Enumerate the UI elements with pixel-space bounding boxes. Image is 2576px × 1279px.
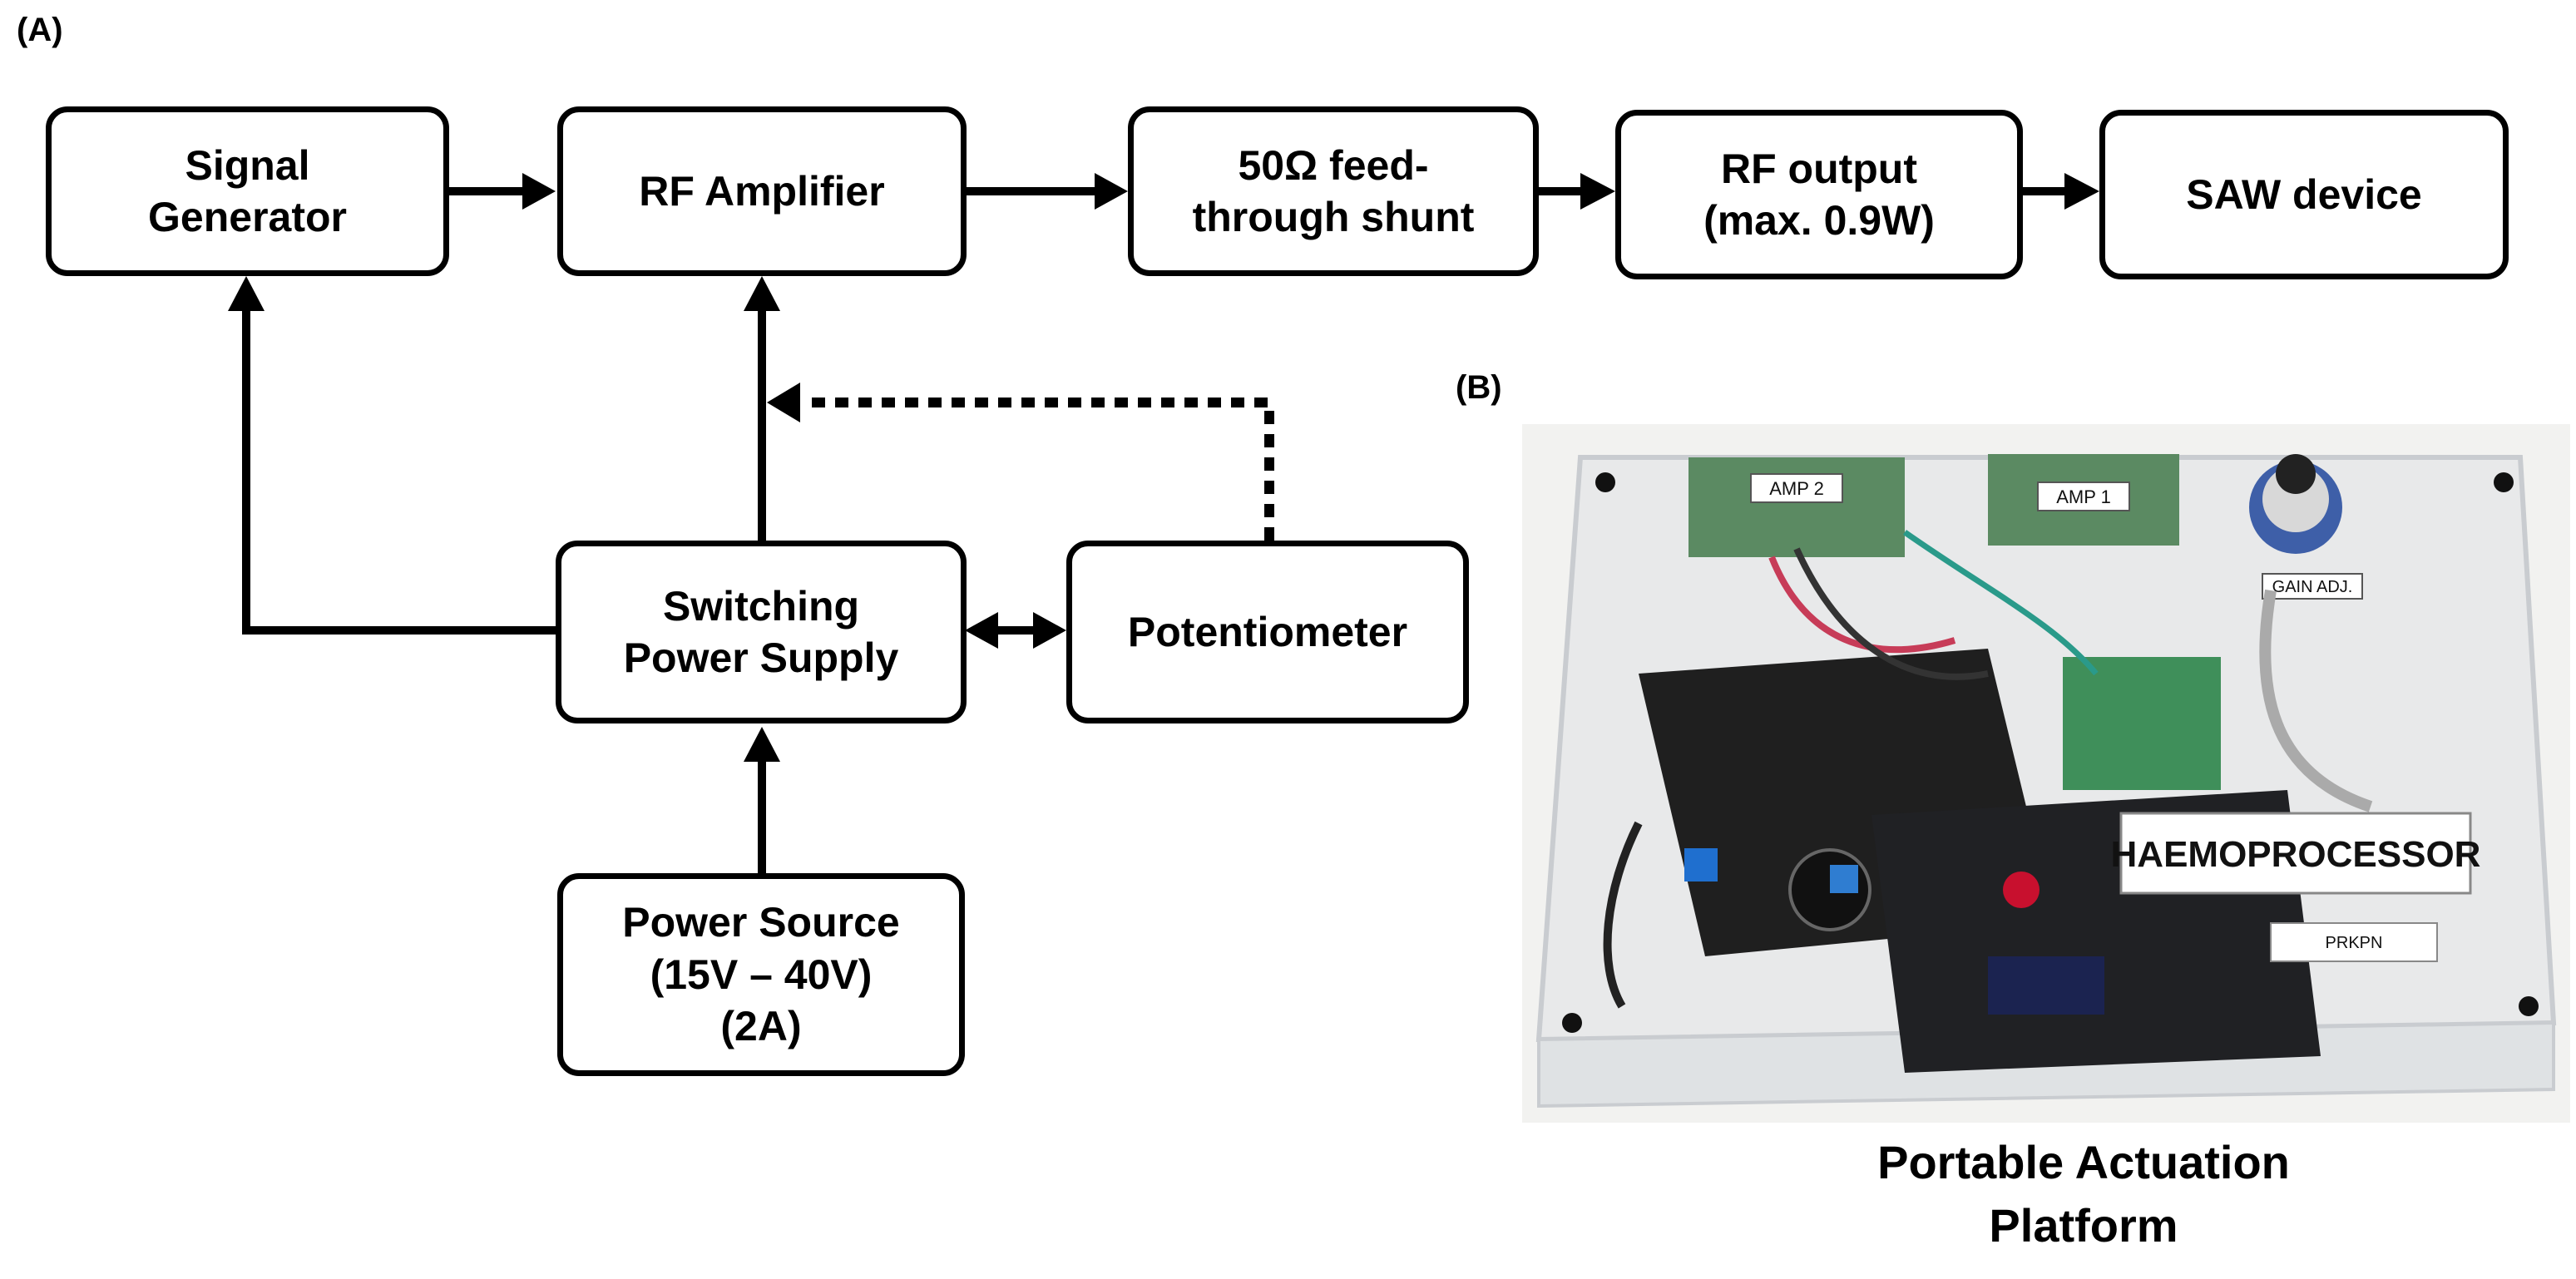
saw-device-block: SAW device [2099, 110, 2509, 279]
device-name-label: HAEMOPROCESSOR [2111, 834, 2481, 875]
dotted-feedback-line [803, 398, 1274, 541]
arrow-sps-sg [242, 308, 556, 635]
amp1-label: AMP 1 [2056, 486, 2111, 507]
rf-amplifier-block: RF Amplifier [557, 106, 967, 276]
rf-output-block: RF output (max. 0.9W) [1615, 110, 2023, 279]
arrowhead-dotted-left [767, 383, 800, 422]
switching-supply-block: Switching Power Supply [556, 541, 967, 723]
shunt-block: 50Ω feed- through shunt [1128, 106, 1539, 276]
arrowhead-rf-in [522, 173, 556, 210]
arrowhead-sps-left [965, 612, 998, 649]
panel-label-a: (A) [17, 12, 63, 48]
power-source-block: Power Source (15V – 40V) (2A) [557, 873, 965, 1076]
signal-generator-block: Signal Generator [46, 106, 449, 276]
device-photo: AMP 2 AMP 1 GAIN ADJ. HAEMOPROCESSOR PRK… [1522, 424, 2570, 1123]
arrowhead-pot-right [1033, 612, 1066, 649]
photo-caption: Portable Actuation Platform [1877, 1136, 2290, 1252]
arrowhead-sg-up [228, 276, 265, 311]
panel-label-b: (B) [1456, 369, 1502, 406]
arrowhead-shunt-in [1095, 173, 1128, 210]
amp2-label: AMP 2 [1769, 478, 1824, 499]
arrowhead-saw-in [2064, 173, 2099, 210]
arrowhead-rf-up [744, 276, 780, 311]
tag-label: PRKPN [2326, 934, 2383, 952]
gain-label: GAIN ADJ. [2272, 578, 2353, 596]
potentiometer-block: Potentiometer [1066, 541, 1469, 723]
arrowhead-output-in [1580, 173, 1615, 210]
arrowhead-sps-up [744, 727, 780, 762]
